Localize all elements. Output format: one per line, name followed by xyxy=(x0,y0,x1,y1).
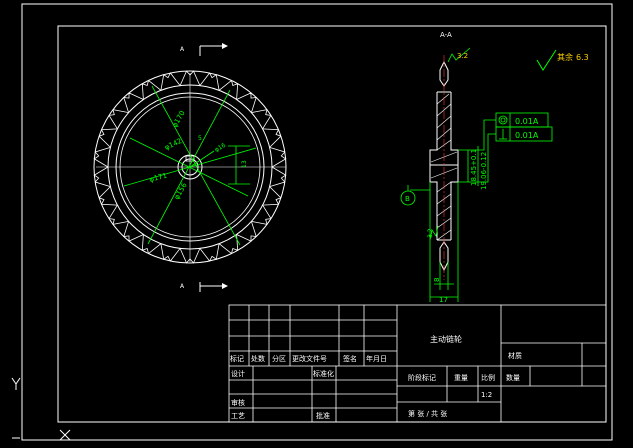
section-title: A-A xyxy=(440,31,452,39)
count-label: 处数 xyxy=(251,354,265,363)
approve-label: 批准 xyxy=(316,411,330,420)
date-label: 年月日 xyxy=(366,354,387,363)
width-dimensions xyxy=(429,182,459,302)
dim-bore: 18.45+0.1 xyxy=(470,149,478,186)
process-label: 工艺 xyxy=(231,412,245,420)
datum-b-symbol: B xyxy=(400,185,430,206)
finish-symbol-1 xyxy=(447,47,471,63)
change-doc-label: 更改文件号 xyxy=(292,354,327,363)
finish-value-2: 3.2 xyxy=(427,228,434,238)
section-letter-top: A xyxy=(180,46,185,53)
dim-d142: φ142 xyxy=(163,137,183,152)
std-label: 标准化 xyxy=(313,369,334,378)
section-view: A-A xyxy=(400,31,553,304)
ucs-icon xyxy=(11,377,71,441)
front-view: A A φ170 xyxy=(93,43,287,292)
dim-bore-lower: 19.06-0.12 xyxy=(480,152,488,190)
finish-rest: 其余 6.3 xyxy=(536,49,589,71)
finish-rest-label: 其余 xyxy=(557,52,573,62)
section-letter-bottom: A xyxy=(180,283,185,290)
part-name: 主动链轮 xyxy=(430,334,462,344)
finish-symbol-2 xyxy=(429,225,439,241)
tolerance-value-1: 0.01A xyxy=(515,117,539,126)
dim-d16: φ16 xyxy=(214,142,228,154)
scale-value: 1:2 xyxy=(481,391,492,399)
datum-b-label: B xyxy=(405,195,410,203)
sheet-label: 第 张 / 共 张 xyxy=(408,409,447,418)
design-label: 设计 xyxy=(231,369,245,378)
dim-width-8: 8 xyxy=(433,278,441,282)
dim-d170: φ170 xyxy=(171,109,187,129)
tolerance-frames: 0.01A 0.01A xyxy=(458,112,553,183)
sprocket-teeth xyxy=(93,70,287,264)
title-block-text: 主动链轮 材质 数量 阶段标记 重量 比例 1:2 第 张 / 共 张 标记 处… xyxy=(230,334,522,420)
outer-frame xyxy=(21,3,613,441)
weight-label: 重量 xyxy=(454,374,468,382)
sprocket-tooth-profile xyxy=(93,70,287,264)
front-dimensions xyxy=(123,85,257,246)
section-marker-bottom: A xyxy=(180,282,228,292)
front-dimension-labels: φ170 φ142 φ16 13 φ171 φ156 5 xyxy=(148,109,248,201)
stage-label: 阶段标记 xyxy=(408,373,436,382)
finish-rest-value: 6.3 xyxy=(576,53,589,62)
mark-label: 标记 xyxy=(230,354,244,363)
dim-width-17: 17 xyxy=(439,296,448,304)
finish-value-1: 3.2 xyxy=(457,52,468,60)
scale-label: 比例 xyxy=(481,373,495,382)
tolerance-value-2: 0.01A xyxy=(515,131,539,140)
sign-label: 签名 xyxy=(343,354,357,363)
title-block xyxy=(228,304,607,423)
dim-5: 5 xyxy=(198,135,202,142)
dim-d171: φ171 xyxy=(148,172,167,184)
zone-label: 分区 xyxy=(272,354,286,363)
review-label: 审核 xyxy=(231,398,245,407)
material-label: 材质 xyxy=(508,351,522,360)
section-marker-top: A xyxy=(180,43,228,56)
dim-d156: φ156 xyxy=(173,181,189,201)
qty-label: 数量 xyxy=(506,373,520,382)
bore-dimension: 18.45+0.1 19.06-0.12 xyxy=(467,146,488,190)
dim-13: 13 xyxy=(241,160,248,168)
